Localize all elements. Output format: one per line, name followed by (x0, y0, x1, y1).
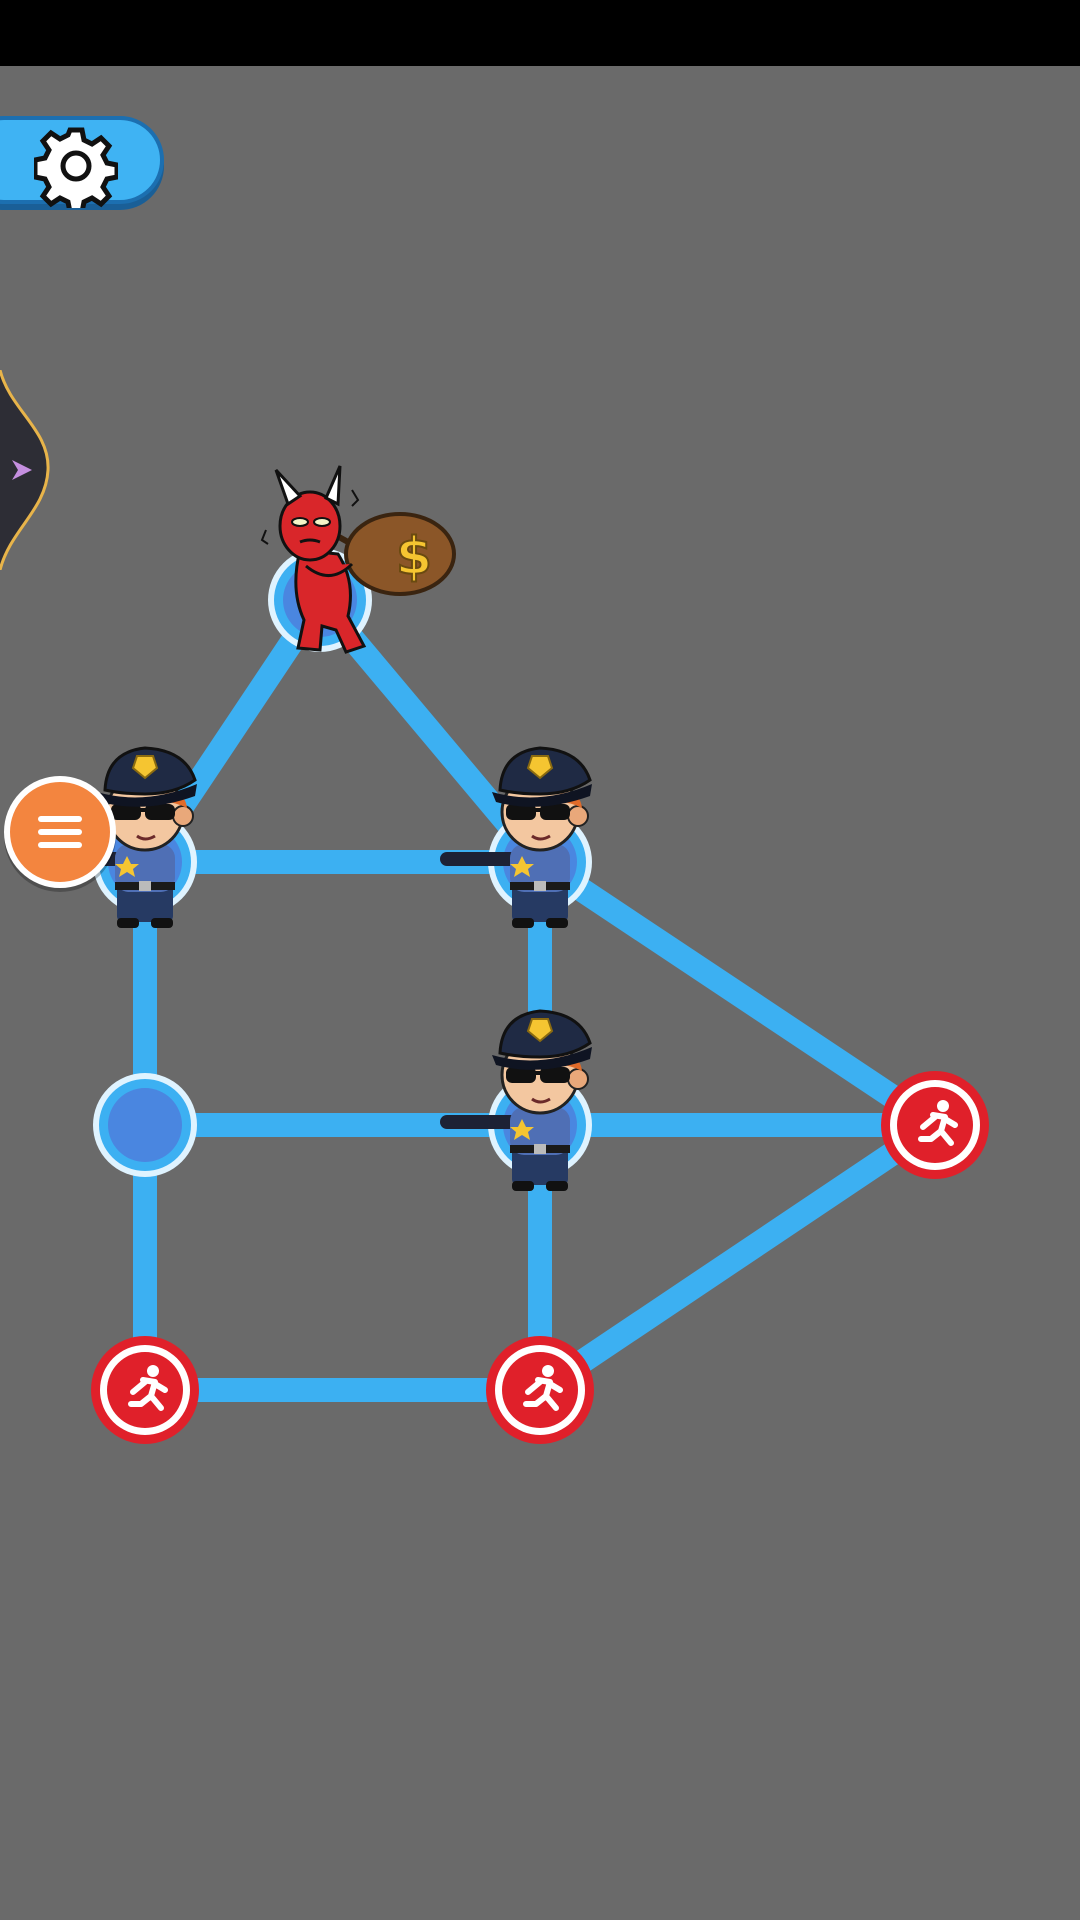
paths-layer (133, 588, 947, 1402)
status-bar (0, 0, 1080, 66)
settings-button[interactable] (0, 116, 164, 208)
menu-button[interactable] (4, 776, 116, 888)
path-node[interactable] (93, 1073, 197, 1177)
devil-thief: $ (260, 465, 456, 654)
exit-node[interactable] (486, 1336, 594, 1444)
police-officer (45, 746, 197, 928)
chevron-right-icon (12, 460, 32, 480)
running-man-exit-icon (128, 1365, 168, 1411)
exit-node[interactable] (881, 1071, 989, 1179)
money-bag: $ (328, 512, 456, 596)
hamburger-menu-icon (38, 816, 82, 848)
side-panel-tab[interactable] (0, 370, 60, 570)
police-officer (440, 1009, 592, 1191)
exit-node[interactable] (91, 1336, 199, 1444)
characters-layer: $ (45, 465, 592, 1191)
svg-text:$: $ (396, 527, 432, 587)
running-man-exit-icon (523, 1365, 563, 1411)
path-edge (528, 850, 947, 1137)
path-edge (528, 1113, 947, 1402)
running-man-exit-icon (918, 1100, 958, 1146)
gear-icon (34, 127, 118, 208)
police-officer (440, 746, 592, 928)
